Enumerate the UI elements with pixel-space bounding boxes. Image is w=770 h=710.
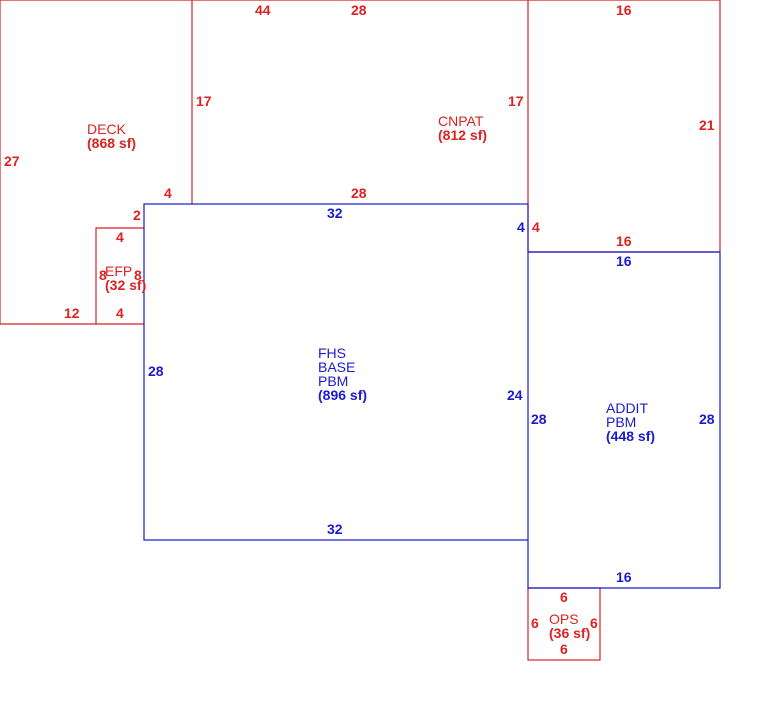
red-area-labels: DECK (868 sf) CNPAT (812 sf) EFP (32 sf)… bbox=[87, 113, 590, 641]
addit-outline bbox=[527, 251, 721, 589]
dim-right-21: 21 bbox=[699, 117, 715, 133]
fhs-name-2: BASE bbox=[318, 359, 355, 375]
deck-area: (868 sf) bbox=[87, 135, 136, 151]
dim-cnpat-bottom-28: 28 bbox=[351, 185, 367, 201]
dim-fhs-top-32: 32 bbox=[327, 205, 343, 221]
dim-fhs-bottom-32: 32 bbox=[327, 521, 343, 537]
addit-name-1: ADDIT bbox=[606, 400, 648, 416]
red-outlines bbox=[0, 0, 721, 661]
ops-area: (36 sf) bbox=[549, 625, 590, 641]
dim-addit-top-16: 16 bbox=[616, 253, 632, 269]
dim-ops-top-6: 6 bbox=[560, 589, 568, 605]
dim-ops-right-6: 6 bbox=[590, 615, 598, 631]
deck-name: DECK bbox=[87, 121, 127, 137]
addit-name-2: PBM bbox=[606, 414, 636, 430]
dim-top-44: 44 bbox=[255, 2, 271, 18]
deck-outline bbox=[0, 0, 192, 325]
dim-ops-left-6: 6 bbox=[531, 615, 539, 631]
dim-deck-inner-17: 17 bbox=[196, 93, 212, 109]
ops-name: OPS bbox=[549, 611, 579, 627]
dim-efp-left-8: 8 bbox=[99, 267, 107, 283]
dim-efp-top-4: 4 bbox=[116, 229, 124, 245]
dim-addit-bottom-16: 16 bbox=[616, 569, 632, 585]
dim-fhs-4: 4 bbox=[517, 219, 525, 235]
dim-fhs-right-24: 24 bbox=[507, 387, 523, 403]
dim-deck-left-27: 27 bbox=[4, 153, 20, 169]
dim-deck-12: 12 bbox=[64, 305, 80, 321]
fhs-name-3: PBM bbox=[318, 373, 348, 389]
cnpat-area: (812 sf) bbox=[438, 127, 487, 143]
addit-area: (448 sf) bbox=[606, 428, 655, 444]
dim-cnpat-right-17: 17 bbox=[508, 93, 524, 109]
dim-addit-left-28: 28 bbox=[531, 411, 547, 427]
blue-dimensions: 32 4 28 24 32 16 28 28 16 bbox=[148, 205, 715, 585]
dim-top-16: 16 bbox=[616, 2, 632, 18]
blue-outlines bbox=[143, 203, 721, 589]
dim-ops-bottom-6: 6 bbox=[560, 641, 568, 657]
dim-top-28: 28 bbox=[351, 2, 367, 18]
blue-area-labels: FHS BASE PBM (896 sf) ADDIT PBM (448 sf) bbox=[318, 345, 655, 444]
dim-efp-right-8: 8 bbox=[134, 267, 142, 283]
fhs-name-1: FHS bbox=[318, 345, 346, 361]
cnpat-name: CNPAT bbox=[438, 113, 484, 129]
dim-addit-right-28: 28 bbox=[699, 411, 715, 427]
efp-area: (32 sf) bbox=[105, 277, 146, 293]
dim-efp-bottom-4: 4 bbox=[116, 305, 124, 321]
dim-deck-2: 2 bbox=[133, 207, 141, 223]
fhs-area: (896 sf) bbox=[318, 387, 367, 403]
dim-red-16: 16 bbox=[616, 233, 632, 249]
dim-deck-4: 4 bbox=[164, 185, 172, 201]
dim-red-4: 4 bbox=[532, 219, 540, 235]
efp-name: EFP bbox=[105, 263, 132, 279]
fhs-outline bbox=[143, 203, 529, 541]
efp-outline bbox=[95, 227, 144, 324]
red-dimensions: 44 28 16 27 17 17 21 4 28 2 12 4 8 8 4 4… bbox=[4, 2, 715, 657]
dim-fhs-left-28: 28 bbox=[148, 363, 164, 379]
